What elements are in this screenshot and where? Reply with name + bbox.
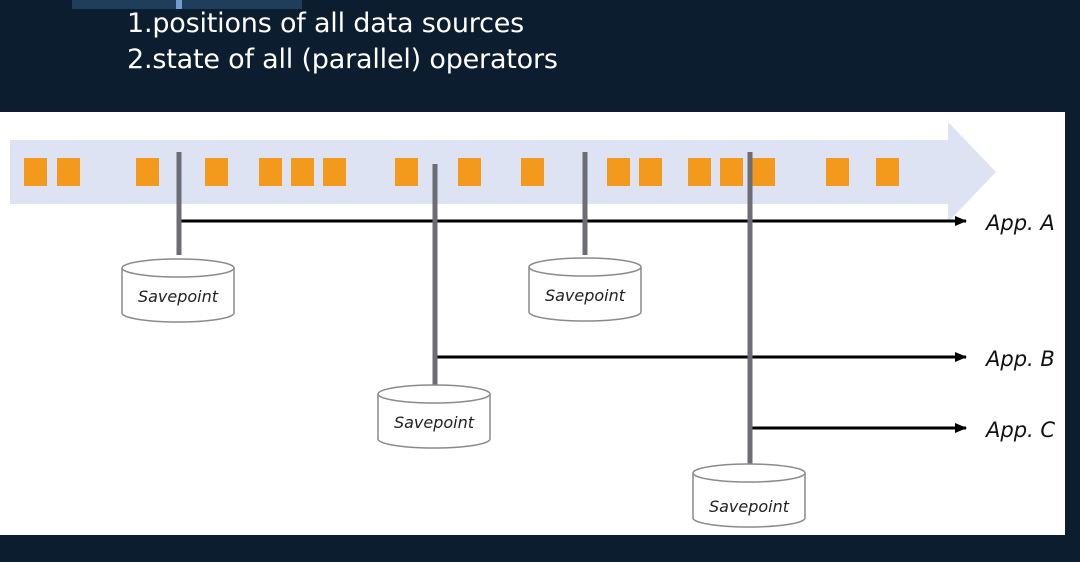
event [876,158,899,186]
savepoint-cylinder: Savepoint [121,258,235,323]
event [259,158,282,186]
savepoint-cylinder: Savepoint [377,384,491,449]
event [24,158,47,186]
savepoint-cylinder: Savepoint [528,257,642,322]
event [688,158,711,186]
event [205,158,228,186]
event [458,158,481,186]
savepoint-label: Savepoint [709,497,790,516]
bullet-line-2: 2.state of all (parallel) operators [127,44,558,75]
savepoint-cylinder: Savepoint [692,463,806,528]
bullet-line-1: 1.positions of all data sources [127,8,525,39]
app-b-label: App. B [984,347,1055,371]
event [395,158,418,186]
event [521,158,544,186]
event [291,158,314,186]
header-text: 1.positions of all data sources 2.state … [127,6,558,78]
event [57,158,80,186]
title-accent [176,0,182,9]
event [639,158,662,186]
app-a-label: App. A [984,211,1055,235]
event [752,158,775,186]
savepoint-label: Savepoint [394,413,475,432]
event [826,158,849,186]
savepoint-label: Savepoint [545,286,626,305]
title-bar-fragment [72,0,302,9]
app-c-label: App. C [984,418,1055,442]
events [24,158,899,186]
event [607,158,630,186]
event [720,158,743,186]
event [136,158,159,186]
savepoint-label: Savepoint [138,287,219,306]
diagram-panel: Savepoint Savepoint Savepoint Savepoint … [0,112,1065,535]
event [323,158,346,186]
savepoint-diagram: Savepoint Savepoint Savepoint Savepoint … [10,122,1055,528]
